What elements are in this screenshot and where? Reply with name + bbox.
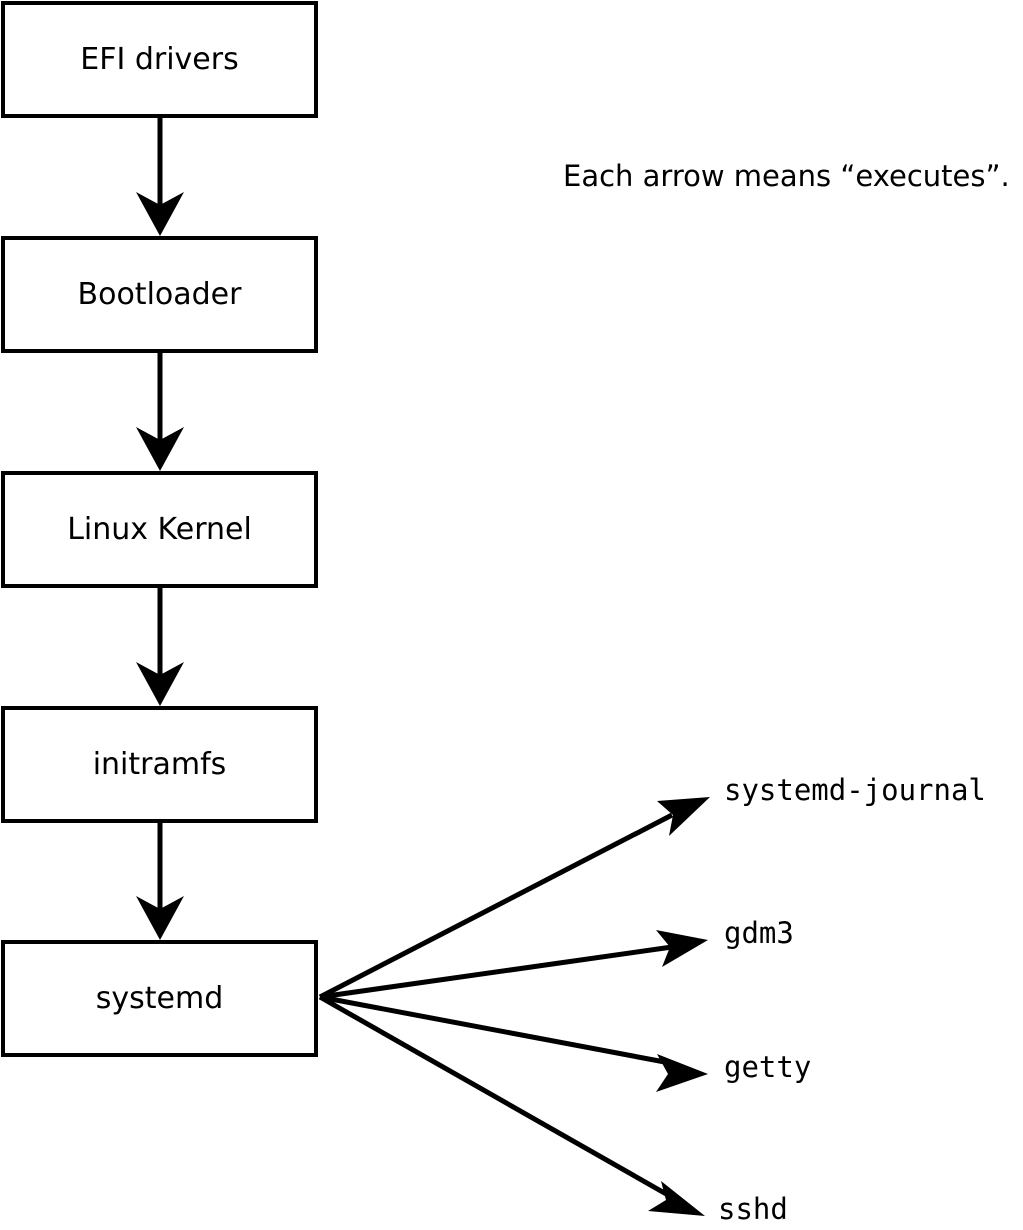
chain-arrow-efi-to-bootloader [136, 118, 184, 236]
node-linux-kernel[interactable]: Linux Kernel [1, 471, 318, 588]
chain-arrow-initramfs-to-systemd [136, 823, 184, 940]
node-initramfs[interactable]: initramfs [1, 706, 318, 823]
node-linux-kernel-label: Linux Kernel [67, 511, 252, 547]
service-arrow-gdm3 [319, 930, 708, 1000]
service-arrow-getty [319, 994, 708, 1092]
chain-arrow-kernel-to-initramfs [136, 588, 184, 706]
node-efi-drivers[interactable]: EFI drivers [1, 1, 318, 118]
service-label-getty[interactable]: getty [724, 1050, 812, 1084]
node-bootloader-label: Bootloader [77, 276, 242, 312]
service-label-sshd[interactable]: sshd [718, 1192, 788, 1226]
service-arrow-systemd-journal [318, 797, 710, 1000]
service-label-systemd-journal[interactable]: systemd-journal [724, 773, 986, 807]
service-arrow-sshd [318, 994, 705, 1216]
chain-arrow-bootloader-to-kernel [136, 353, 184, 471]
node-systemd-label: systemd [95, 980, 224, 1016]
service-label-gdm3[interactable]: gdm3 [724, 916, 794, 950]
node-efi-drivers-label: EFI drivers [80, 41, 239, 77]
arrow-legend-note: Each arrow means “executes”. [563, 159, 1010, 193]
node-systemd[interactable]: systemd [1, 940, 318, 1057]
node-bootloader[interactable]: Bootloader [1, 236, 318, 353]
node-initramfs-label: initramfs [92, 746, 227, 782]
